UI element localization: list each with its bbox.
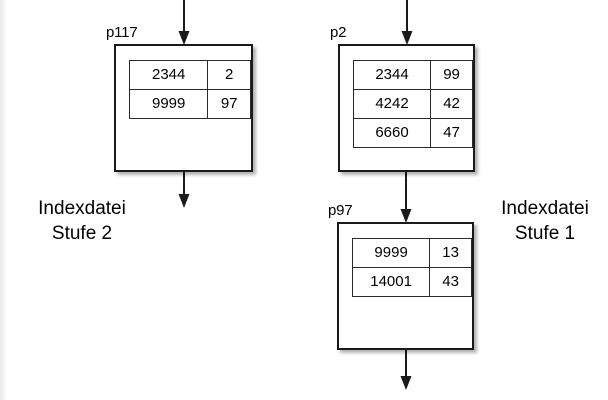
table-row: 4242 42 — [352, 89, 473, 119]
table-row: 9999 13 — [351, 238, 472, 268]
entry-key: 9999 — [351, 238, 431, 268]
arrow-out-p117 — [178, 170, 190, 208]
table-row: 2344 99 — [352, 60, 473, 90]
entry-key: 2344 — [352, 60, 432, 90]
page-box-p117[interactable]: 2344 2 9999 97 — [114, 44, 253, 172]
entry-pointer: 97 — [207, 89, 251, 119]
entry-pointer: 43 — [429, 267, 472, 297]
table-row: 14001 43 — [351, 267, 472, 297]
page-box-p2[interactable]: 2344 99 4242 42 6660 47 — [338, 44, 475, 172]
page-label-p97: p97 — [328, 202, 353, 219]
entry-table-p117: 2344 2 9999 97 — [128, 60, 251, 119]
caption-level-1: Indexdatei Stufe 1 — [482, 196, 608, 246]
page-edge-band — [0, 0, 7, 400]
entry-key: 14001 — [351, 267, 431, 297]
page-label-p117: p117 — [106, 24, 138, 41]
entry-pointer: 13 — [429, 238, 472, 268]
caption-line-2: Stufe 2 — [51, 223, 113, 244]
entry-key: 6660 — [352, 118, 432, 148]
entry-pointer: 99 — [430, 60, 473, 90]
caption-line-1: Indexdatei — [38, 198, 126, 219]
entry-table-p2: 2344 99 4242 42 6660 47 — [352, 60, 473, 148]
page-box-p97[interactable]: 9999 13 14001 43 — [337, 222, 474, 350]
entry-pointer: 2 — [207, 60, 251, 90]
entry-table-p97: 9999 13 14001 43 — [351, 238, 472, 297]
arrow-into-p117 — [178, 0, 190, 45]
entry-pointer: 42 — [430, 89, 473, 119]
arrow-p2-to-p97 — [400, 170, 412, 223]
page-label-p2: p2 — [330, 24, 347, 41]
arrow-out-p97 — [400, 348, 412, 390]
entry-pointer: 47 — [430, 118, 473, 148]
table-row: 9999 97 — [128, 89, 251, 119]
caption-level-2: Indexdatei Stufe 2 — [14, 196, 150, 246]
arrow-into-p2 — [401, 0, 413, 45]
caption-line-2: Stufe 1 — [514, 223, 576, 244]
entry-key: 4242 — [352, 89, 432, 119]
entry-key: 2344 — [128, 60, 209, 90]
table-row: 6660 47 — [352, 118, 473, 148]
entry-key: 9999 — [128, 89, 209, 119]
caption-line-1: Indexdatei — [501, 198, 589, 219]
table-row: 2344 2 — [128, 60, 251, 90]
